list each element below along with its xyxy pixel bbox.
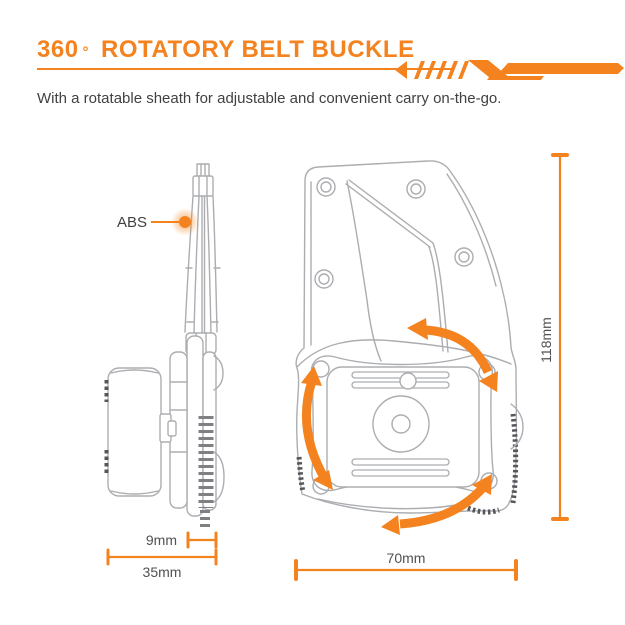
abs-label: ABS (117, 214, 147, 231)
rotation-arrow-left (301, 366, 333, 490)
title-main-text: ROTATORY BELT BUCKLE (101, 36, 415, 63)
dimension-9mm-label: 9mm (146, 532, 177, 548)
side-view-drawing (104, 163, 225, 527)
rotation-arrow-bottom (381, 474, 492, 535)
dimension-118mm-label: 118mm (538, 317, 554, 363)
dimension-9mm: 9mm (146, 531, 218, 549)
abs-material-dot (179, 216, 191, 228)
title-underline (37, 68, 452, 70)
belt-knob-side (107, 367, 162, 497)
dimension-70mm-label: 70mm (387, 550, 426, 566)
dimension-35mm: 35mm (106, 548, 218, 580)
accent-arrow-left-icon (395, 61, 407, 79)
front-view-drawing (295, 160, 524, 515)
title-accent-graphic (395, 60, 624, 80)
accent-bar (498, 63, 624, 74)
pivot-circle (372, 395, 430, 453)
title-degree: 360 (37, 36, 79, 63)
dimension-70mm: 70mm (294, 550, 518, 581)
rivet-holes (314, 177, 474, 289)
title-degree-symbol: ° (82, 44, 90, 61)
abs-annotation: ABS (117, 208, 199, 236)
rotation-arrow-top-right (407, 318, 498, 392)
subtitle: With a rotatable sheath for adjustable a… (37, 90, 502, 107)
page-title: 360° ROTATORY BELT BUCKLE (37, 38, 415, 62)
dimension-35mm-label: 35mm (143, 564, 182, 580)
dimension-118mm: 118mm (538, 153, 569, 521)
